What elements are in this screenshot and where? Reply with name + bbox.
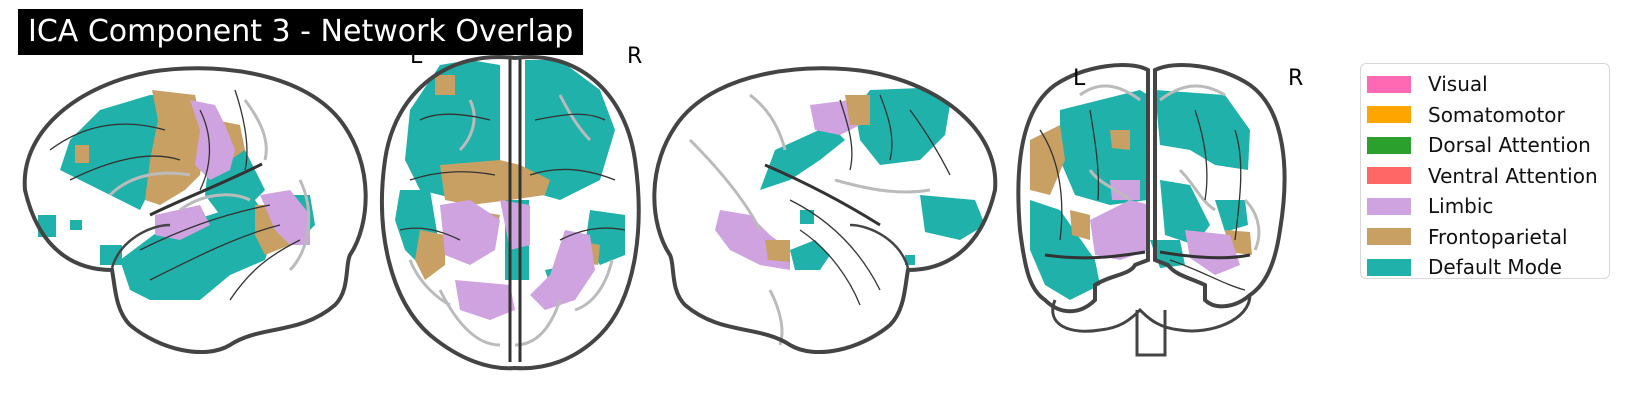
axial-right-label: R xyxy=(627,44,643,69)
axial-left-label: L xyxy=(410,44,423,69)
overlay-limbic xyxy=(1090,180,1240,275)
legend-item-ventral-attention: Ventral Attention xyxy=(1367,161,1609,192)
midline xyxy=(508,58,522,362)
overlay-default-mode xyxy=(1030,90,1250,300)
legend-swatch xyxy=(1367,75,1411,93)
brain-contours-sagittal-right xyxy=(688,93,931,346)
legend-label: Dorsal Attention xyxy=(1428,133,1591,158)
sulci-sagittal-right xyxy=(789,94,951,306)
brainstem-outline xyxy=(1135,310,1167,357)
lateral-fissure xyxy=(149,162,263,217)
sulci-axial xyxy=(399,113,626,241)
brain-outline-sagittal-left xyxy=(22,66,368,354)
sulci-coronal xyxy=(1039,109,1246,291)
legend-label: Ventral Attention xyxy=(1428,163,1598,188)
legend-label: Visual xyxy=(1428,72,1488,97)
view-sagittal-right xyxy=(652,66,998,354)
legend-item-visual: Visual xyxy=(1367,69,1609,100)
legend-label: Default Mode xyxy=(1428,255,1562,280)
legend-item-dorsal-attention: Dorsal Attention xyxy=(1367,130,1609,161)
legend-item-frontoparietal: Frontoparietal xyxy=(1367,222,1609,253)
coronal-right-label: R xyxy=(1288,66,1304,91)
lateral-fissure xyxy=(764,163,881,227)
overlay-limbic xyxy=(440,200,595,320)
legend-item-limbic: Limbic xyxy=(1367,191,1609,222)
legend-label: Limbic xyxy=(1428,194,1494,219)
legend-label: Somatomotor xyxy=(1428,102,1565,127)
brain-contours-axial xyxy=(408,94,614,347)
legend-swatch xyxy=(1367,106,1411,124)
figure-title: ICA Component 3 - Network Overlap xyxy=(18,9,584,55)
legend-swatch xyxy=(1367,136,1411,154)
overlay-frontoparietal xyxy=(765,95,870,262)
cerebellum-outline xyxy=(1051,294,1252,333)
coronal-left-label: L xyxy=(1073,66,1086,91)
view-axial xyxy=(380,55,641,371)
legend-swatch xyxy=(1367,167,1411,185)
legend: Visual Somatomotor Dorsal Attention Vent… xyxy=(1360,63,1610,279)
view-sagittal-left xyxy=(22,66,368,354)
legend-swatch xyxy=(1367,228,1411,246)
sulci-sagittal-left xyxy=(49,89,301,301)
overlay-limbic xyxy=(155,100,310,245)
legend-swatch xyxy=(1367,197,1411,215)
legend-item-somatomotor: Somatomotor xyxy=(1367,100,1609,131)
overlay-frontoparietal xyxy=(1030,125,1252,255)
legend-item-default-mode: Default Mode xyxy=(1367,252,1609,283)
brain-outline-axial xyxy=(380,55,641,371)
brain-contours-sagittal-left xyxy=(108,99,311,272)
legend-swatch xyxy=(1367,258,1411,276)
brain-outline-coronal xyxy=(1016,63,1287,314)
legend-label: Frontoparietal xyxy=(1428,224,1568,249)
brain-contours-coronal xyxy=(1079,84,1261,251)
view-coronal xyxy=(1016,63,1287,357)
brain-outline-sagittal-right xyxy=(652,66,998,354)
